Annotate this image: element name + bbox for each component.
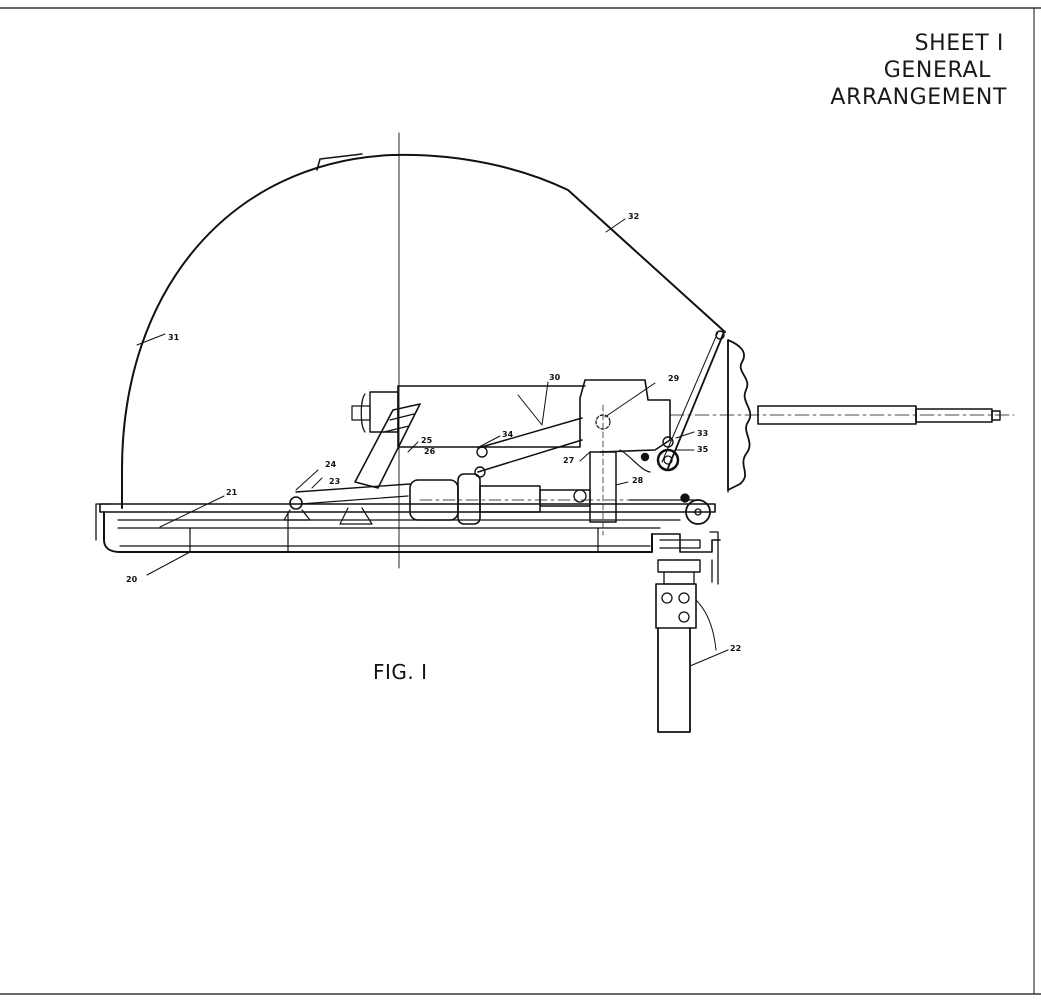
part-label-28: 28 — [632, 476, 644, 485]
trainer-mount — [339, 507, 373, 525]
figure-label: FIG. I — [373, 660, 428, 684]
part-label-23: 23 — [329, 477, 340, 486]
sheet-number: SHEET I — [914, 31, 1004, 56]
receiver-back-curve — [360, 393, 366, 433]
part-label-31: 31 — [168, 333, 180, 342]
race-flange — [709, 531, 719, 585]
part-label-25: 25 — [421, 436, 433, 445]
sight-arm-inner — [661, 331, 719, 463]
race-detail — [651, 533, 721, 553]
leader-22 — [689, 649, 729, 667]
sheet-title-line-2: ARRANGEMENT — [830, 85, 1007, 110]
leader-20 — [146, 551, 191, 576]
canopy-hatch — [316, 153, 363, 171]
pedestal-bolt-2 — [678, 592, 690, 604]
part-label-24: 24 — [325, 460, 337, 469]
link-pivot-lower — [474, 466, 486, 478]
gear-segment — [619, 449, 651, 473]
trainer-upper-arm — [295, 483, 411, 493]
elevating-gear-hub — [663, 455, 673, 465]
part-label-22: 22 — [730, 644, 741, 653]
part-label-27: 27 — [563, 456, 574, 465]
gear-upper-pivot — [662, 436, 674, 448]
trainer-pivot — [289, 496, 303, 510]
elevating-gear — [656, 448, 680, 472]
gun-mantlet — [727, 339, 752, 491]
part-label-33: 33 — [697, 429, 708, 438]
feed-chute-ring-2 — [383, 425, 410, 433]
part-label-34: 34 — [502, 430, 514, 439]
part-label-29: 29 — [668, 374, 680, 383]
pedestal-bolt-1 — [661, 592, 673, 604]
trainer-bracket — [283, 509, 311, 521]
sheet-title-line-1: GENERAL — [883, 58, 991, 83]
lower-pivot-bolt — [680, 493, 690, 503]
leader-25 — [407, 441, 419, 453]
part-label-20: 20 — [126, 575, 138, 584]
pedestal-column — [657, 627, 691, 733]
receiver-knob — [351, 405, 371, 421]
gun-barrel-tip — [915, 408, 993, 423]
leader-32 — [605, 218, 626, 233]
base-ring-top-plate — [99, 503, 716, 513]
leader-28 — [615, 481, 629, 486]
leader-34 — [478, 435, 501, 448]
part-label-26: 26 — [424, 447, 436, 456]
leader-30 — [517, 381, 549, 426]
trainer-lower-arm — [299, 495, 409, 505]
recoil-cylinder-collar — [457, 473, 481, 525]
leader-33 — [675, 431, 695, 439]
canopy-outline — [121, 153, 726, 509]
part-label-21: 21 — [226, 488, 238, 497]
leader-31 — [136, 333, 166, 346]
pedestal-bolt-3 — [678, 611, 690, 623]
upper-link-arm — [477, 417, 583, 449]
leader-24 — [295, 469, 319, 491]
leader-21 — [159, 495, 225, 528]
base-ring-left-lip — [95, 503, 111, 541]
leader-23 — [311, 477, 323, 489]
gear-bolt — [640, 452, 650, 462]
lower-link-arm — [477, 439, 583, 473]
feed-chute-ring-1 — [389, 413, 415, 421]
pedestal-neck — [663, 571, 695, 585]
part-label-35: 35 — [697, 445, 709, 454]
pedestal-arc — [695, 599, 717, 651]
leader-27 — [579, 451, 591, 462]
gun-muzzle — [991, 410, 1001, 421]
base-ring-outline — [103, 511, 653, 553]
leader-29 — [604, 382, 656, 418]
sheet-title-block: SHEET I GENERAL ARRANGEMENT — [767, 30, 1007, 111]
gun-receiver — [397, 379, 671, 453]
part-label-32: 32 — [628, 212, 639, 221]
recoil-rod — [479, 485, 541, 513]
pedestal-collar — [657, 559, 701, 573]
pedestal-block — [655, 583, 697, 629]
trunnion-pin — [573, 489, 587, 503]
race-roller — [659, 539, 701, 549]
link-pivot-upper — [476, 446, 488, 458]
part-label-30: 30 — [549, 373, 561, 382]
sight-pivot — [715, 330, 725, 340]
sight-arm — [667, 331, 725, 469]
feed-chute — [354, 403, 421, 489]
